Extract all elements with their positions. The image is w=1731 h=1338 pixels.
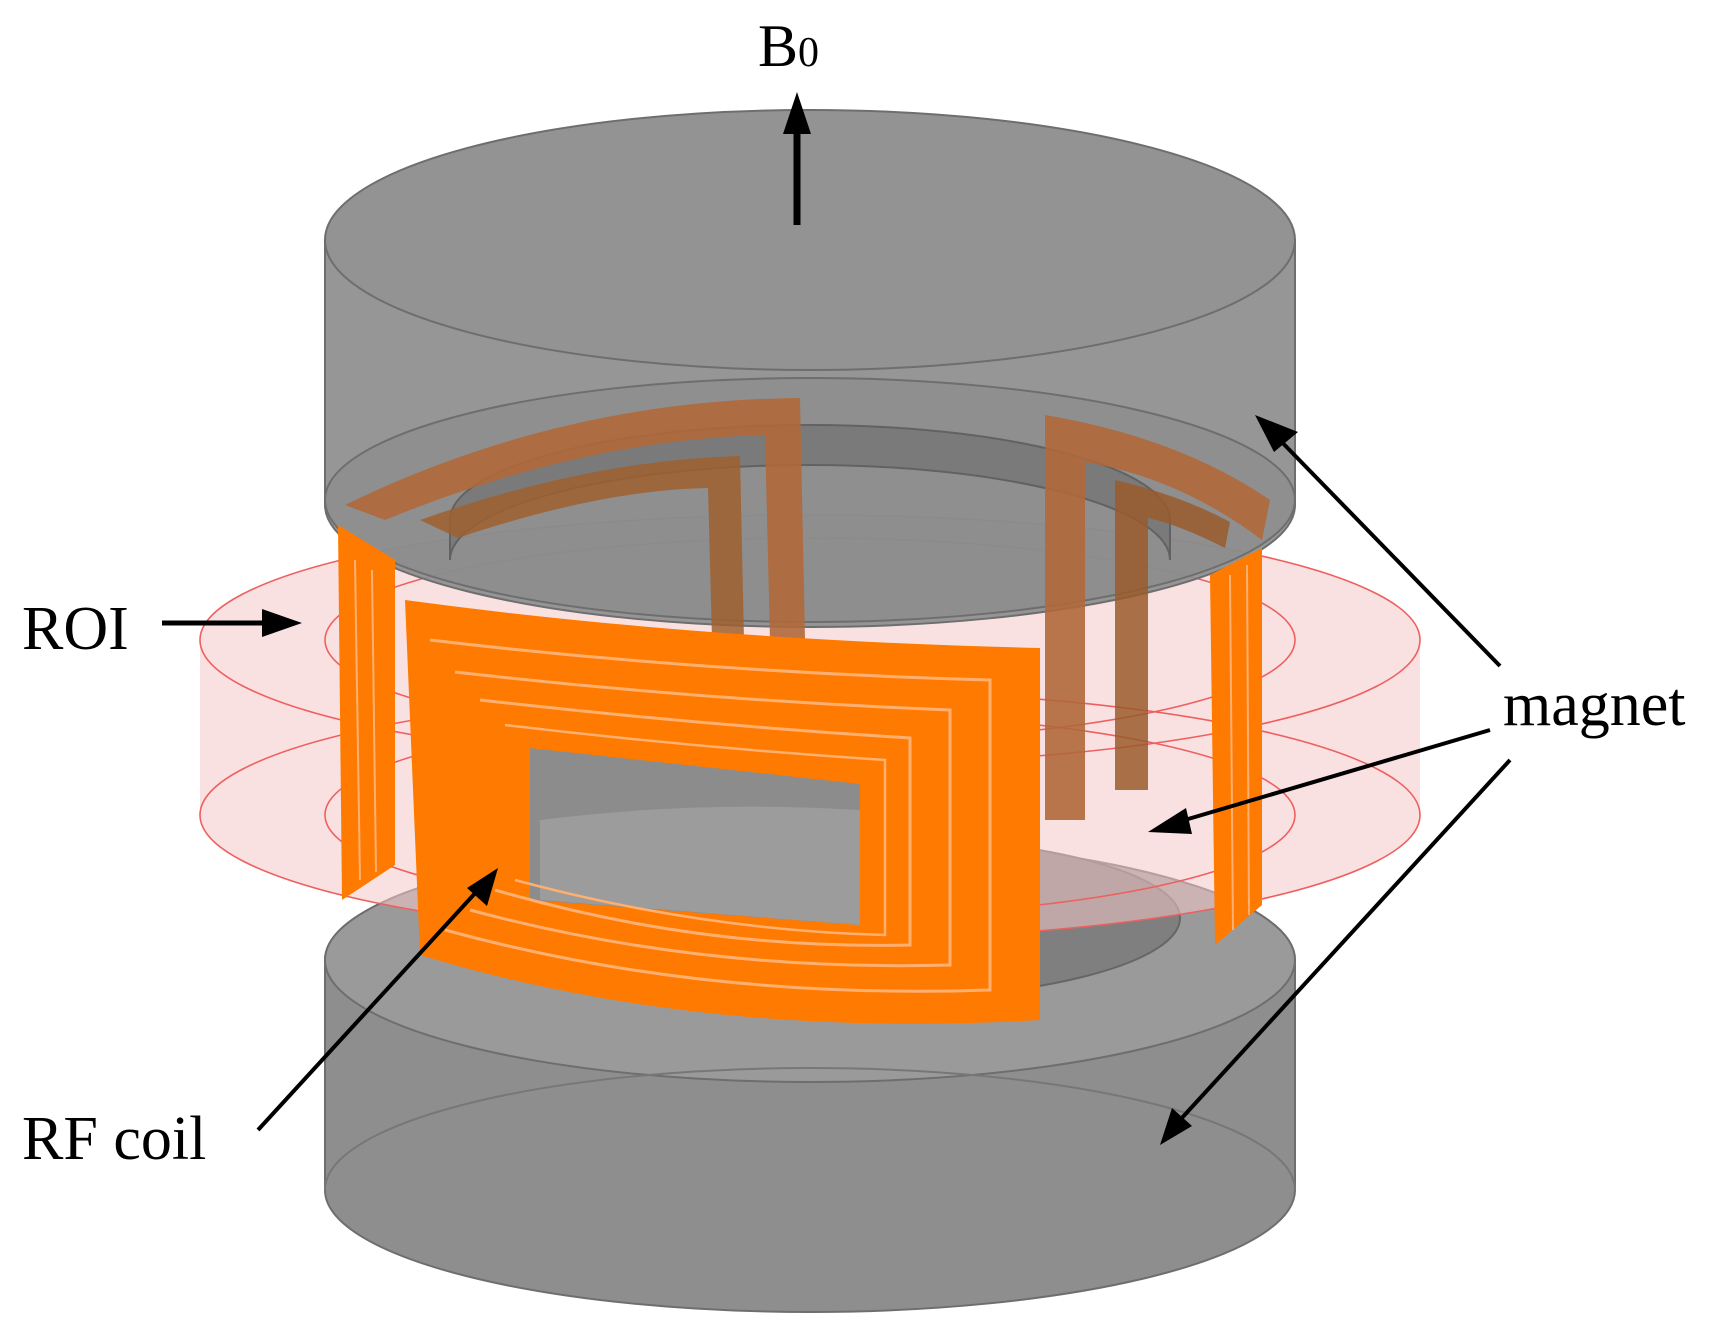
coil-front-window-bore [540,806,860,925]
upper-magnet [324,109,1296,628]
coil-trace-gap-2 [454,670,952,968]
rf-coil-label: RF coil [22,1105,207,1173]
coil-trace-gap-4 [504,723,887,937]
rf-coil-pointer-arrow-icon [256,868,498,1132]
lower-magnet-bottom-rim [324,1067,1296,1191]
b0-label-main: B [758,13,799,79]
coil-trace-gap-1 [429,638,992,993]
upper-magnet-top-face [324,109,1296,371]
coil-left-strip [338,525,395,900]
coil-back-left-loop [345,398,805,640]
b0-field-arrow-icon [783,92,811,225]
coil-right-strip-gap [1229,574,1234,931]
b0-label: B0 [758,16,819,76]
magnet-pointer-lower-icon [1160,758,1512,1145]
magnet-label: magnet [1503,671,1686,739]
coil-back-right-inner [1115,480,1230,790]
coil-back-right-loop [1045,415,1270,820]
magnet-pointer-upper-icon [1255,415,1502,668]
roi-label: ROI [22,595,129,663]
coil-trace-gap-3 [479,698,912,947]
rf-coil-front [338,525,1262,1024]
coil-left-strip-gap-2 [371,569,377,873]
coil-right-strip [1210,548,1262,945]
coil-back-left-inner [420,456,744,640]
coil-left-strip-gap [354,559,361,881]
rf-coil-back [345,398,1270,820]
roi-pointer-arrow-icon [162,609,302,637]
magnet-pointer-middle-icon [1148,728,1491,834]
coil-right-strip-gap-2 [1246,564,1250,916]
b0-label-subscript: 0 [798,30,820,76]
